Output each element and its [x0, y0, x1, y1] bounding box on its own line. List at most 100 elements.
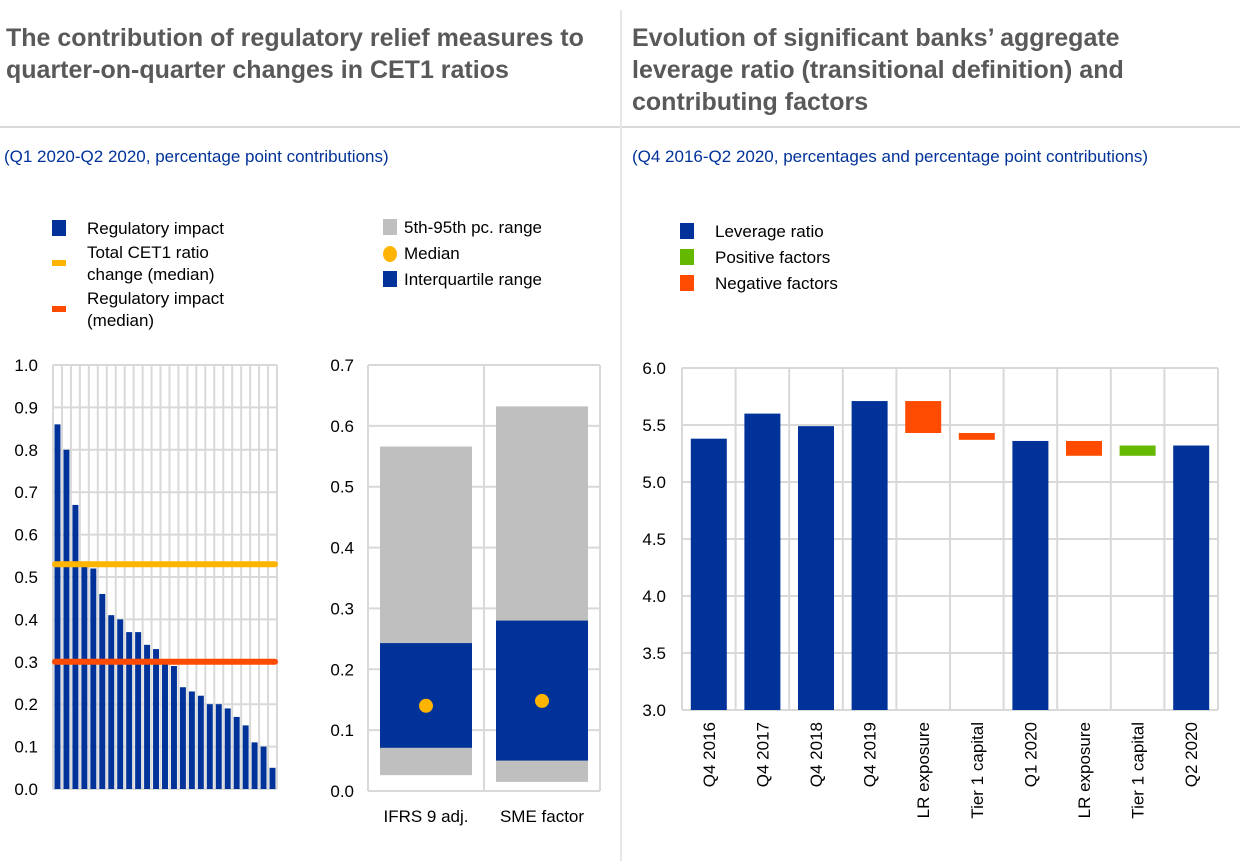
- legend-label: Regulatory impact: [87, 219, 225, 238]
- legend-swatch: [52, 306, 66, 312]
- y-tick-label: 4.0: [642, 587, 666, 606]
- bar: [242, 725, 249, 789]
- legend-label: Total CET1 ratio change (median): [87, 243, 215, 284]
- divider: [620, 10, 622, 861]
- y-tick-label: 0.7: [330, 356, 354, 375]
- left-chart-title: The contribution of regulatory relief me…: [6, 24, 584, 84]
- legend-swatch: [383, 219, 397, 235]
- y-tick-label: 0.3: [330, 599, 354, 618]
- y-tick-label: 0.2: [14, 695, 38, 714]
- x-tick-label: Q4 2018: [807, 722, 826, 787]
- legend-swatch: [383, 246, 397, 262]
- legend-label: Leverage ratio: [715, 222, 824, 241]
- right-chart-subtitle: (Q4 2016-Q2 2020, percentages and percen…: [632, 147, 1149, 166]
- legend-label: 5th-95th pc. range: [404, 218, 542, 237]
- y-tick-label: 3.5: [642, 644, 666, 663]
- y-tick-label: 0.6: [330, 417, 354, 436]
- interquartile-bar: [380, 643, 472, 748]
- y-tick-label: 6.0: [642, 359, 666, 378]
- y-tick-label: 0.3: [14, 653, 38, 672]
- y-tick-label: 5.5: [642, 416, 666, 435]
- x-tick-label: Q4 2017: [753, 722, 772, 787]
- bar: [269, 767, 276, 789]
- positive-factor-bar: [1119, 445, 1156, 456]
- y-tick-label: 0.4: [330, 539, 354, 558]
- leverage-ratio-bar: [690, 438, 727, 710]
- y-tick-label: 0.9: [14, 398, 38, 417]
- bar: [72, 504, 79, 789]
- bar: [99, 593, 106, 789]
- legend-label: Regulatory impact (median): [87, 289, 225, 330]
- bar: [188, 691, 195, 789]
- negative-factor-bar: [1066, 440, 1102, 456]
- legend-item: Interquartile range: [383, 267, 542, 293]
- bar: [224, 708, 231, 789]
- x-tick-label: LR exposure: [1075, 722, 1094, 818]
- bar: [251, 742, 258, 789]
- interquartile-bar: [496, 620, 588, 761]
- legend-label: Interquartile range: [404, 270, 542, 289]
- x-tick-label: Tier 1 capital: [1129, 722, 1148, 819]
- bar: [170, 666, 177, 789]
- bar: [117, 619, 124, 789]
- legend-item: Leverage ratio: [680, 219, 838, 245]
- bar: [63, 449, 70, 789]
- divider: [622, 126, 1240, 128]
- legend-label: Negative factors: [715, 274, 838, 293]
- y-tick-label: 5.0: [642, 473, 666, 492]
- bar: [215, 704, 222, 789]
- bar: [81, 564, 88, 789]
- legend-item: Positive factors: [680, 245, 838, 271]
- leverage-ratio-bar: [798, 426, 834, 710]
- bar: [90, 568, 97, 789]
- legend-middle: 5th-95th pc. range Median Interquartile …: [383, 215, 542, 293]
- negative-factor-bar: [905, 401, 942, 433]
- divider: [0, 126, 620, 128]
- right-chart-title: Evolution of significant banks’ aggregat…: [632, 24, 1124, 116]
- legend-swatch: [383, 271, 397, 287]
- legend-item: Regulatory impact: [52, 218, 282, 240]
- bar: [54, 424, 61, 789]
- median-marker: [419, 698, 433, 713]
- bar: [197, 695, 204, 789]
- legend-swatch: [52, 260, 66, 266]
- x-tick-label: Q1 2020: [1021, 722, 1040, 787]
- y-tick-label: 0.4: [14, 610, 38, 629]
- y-tick-label: 0.0: [330, 782, 354, 801]
- bar: [108, 615, 115, 789]
- y-tick-label: 0.5: [14, 568, 38, 587]
- legend-item: Total CET1 ratio change (median): [52, 242, 257, 286]
- legend-item: 5th-95th pc. range: [383, 215, 542, 241]
- legend-swatch: [680, 249, 694, 265]
- median-marker: [535, 693, 549, 708]
- legend-right: Leverage ratio Positive factors Negative…: [680, 219, 838, 297]
- legend-label: Positive factors: [715, 248, 831, 267]
- legend-label: Median: [404, 244, 460, 263]
- x-tick-label: Tier 1 capital: [968, 722, 987, 819]
- bar: [233, 716, 240, 789]
- negative-factor-bar: [958, 432, 995, 440]
- y-tick-label: 1.0: [14, 356, 38, 375]
- y-tick-label: 3.0: [642, 701, 666, 720]
- bar: [153, 649, 160, 789]
- y-tick-label: 0.1: [330, 721, 354, 740]
- legend-swatch: [680, 275, 694, 291]
- leverage-ratio-bar: [1012, 440, 1049, 710]
- y-tick-label: 0.0: [14, 780, 38, 799]
- leverage-ratio-bar: [744, 413, 781, 710]
- bar: [206, 704, 213, 789]
- legend-item: Median: [383, 241, 542, 267]
- y-tick-label: 0.2: [330, 660, 354, 679]
- legend-item: Regulatory impact (median): [52, 288, 257, 332]
- bar: [179, 687, 186, 789]
- bar: [126, 632, 133, 789]
- y-tick-label: 0.1: [14, 738, 38, 757]
- x-tick-label: Q4 2019: [861, 722, 880, 787]
- legend-left: Regulatory impact Total CET1 ratio chang…: [52, 218, 282, 332]
- leverage-ratio-bar: [851, 401, 888, 710]
- legend-swatch: [52, 220, 66, 236]
- y-tick-label: 0.5: [330, 478, 354, 497]
- y-tick-label: 4.5: [642, 530, 666, 549]
- x-tick-label: Q2 2020: [1182, 722, 1201, 787]
